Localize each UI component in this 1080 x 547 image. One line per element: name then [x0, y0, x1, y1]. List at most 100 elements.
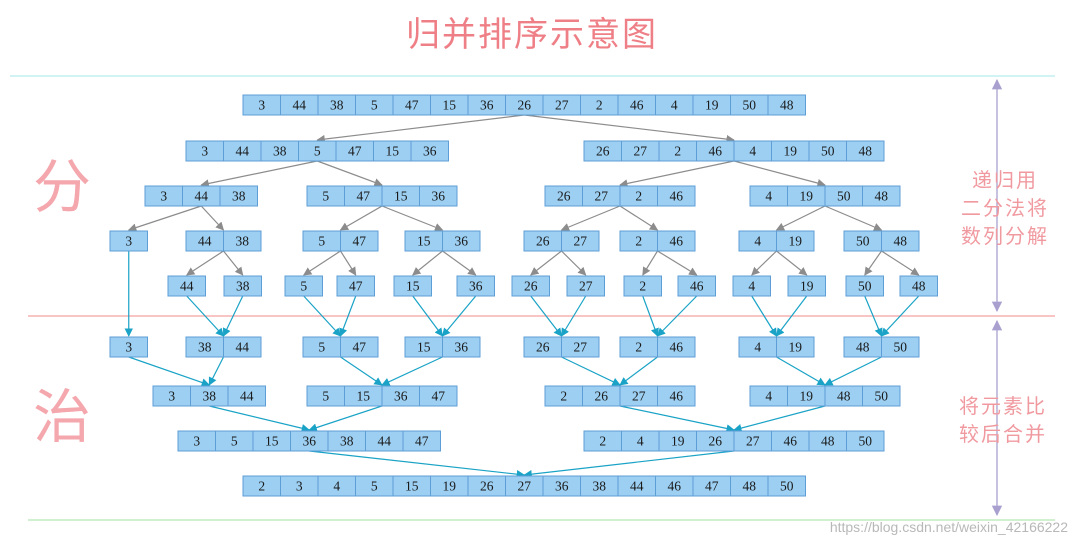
cell-box [223, 336, 262, 358]
cell-value: 15 [386, 144, 400, 159]
block-row4-group10: 4 [732, 275, 771, 297]
cell-value: 4 [637, 434, 644, 449]
cell-value: 48 [912, 279, 926, 294]
cell-value: 48 [856, 340, 870, 355]
cell-value: 47 [705, 479, 719, 494]
cell-box [456, 275, 495, 297]
cell-value: 38 [330, 98, 344, 113]
cell-value: 47 [349, 279, 363, 294]
cell-box [846, 140, 885, 162]
cell-box [511, 275, 550, 297]
merge-arrow [340, 356, 383, 386]
cell-value: 48 [743, 479, 757, 494]
cell-box [410, 140, 449, 162]
merge-arrow [619, 356, 658, 386]
split-arrow [881, 250, 920, 276]
split-arrow [619, 205, 659, 231]
cell-box [657, 230, 696, 252]
cell-value: 48 [894, 234, 908, 249]
split-arrow [775, 205, 826, 231]
merge-arrow [412, 295, 444, 337]
cell-value: 4 [754, 340, 761, 355]
cell-value: 44 [630, 479, 644, 494]
cell-box [223, 275, 262, 297]
cell-box [284, 275, 323, 297]
cell-value: 3 [125, 234, 132, 249]
cell-value: 19 [789, 340, 803, 355]
block-row5-group0: 3 [109, 336, 148, 358]
cell-box [787, 275, 826, 297]
merge-arrow [530, 295, 563, 337]
cell-value: 36 [432, 189, 446, 204]
merge-arrow [339, 295, 357, 337]
split-arrow [223, 250, 244, 276]
merge-arrow [733, 405, 826, 433]
split-arrow [200, 205, 225, 231]
split-arrow [864, 250, 882, 276]
cell-value: 47 [357, 189, 371, 204]
cell-value: 50 [858, 279, 872, 294]
cell-value: 50 [894, 340, 908, 355]
cell-value: 19 [705, 98, 719, 113]
split-arrow [776, 250, 808, 276]
cell-value: 15 [394, 189, 408, 204]
cell-box [657, 385, 696, 407]
cell-box [767, 475, 806, 497]
cell-value: 50 [859, 434, 873, 449]
cell-box [845, 275, 884, 297]
cell-value: 15 [265, 434, 279, 449]
cell-value: 2 [560, 389, 567, 404]
cell-value: 26 [536, 234, 550, 249]
split-arrow [524, 114, 735, 144]
split-arrow [751, 250, 777, 276]
conquer-label: 治 [33, 383, 91, 451]
cell-box [776, 230, 815, 252]
cell-value: 44 [198, 234, 212, 249]
cell-value: 4 [333, 479, 340, 494]
cell-value: 5 [371, 98, 378, 113]
cell-box [561, 336, 600, 358]
cell-value: 36 [469, 279, 483, 294]
cell-value: 4 [765, 389, 772, 404]
split-arrow [619, 160, 735, 188]
cell-value: 2 [639, 279, 646, 294]
cell-value: 2 [674, 144, 681, 159]
cell-value: 26 [595, 389, 609, 404]
cell-value: 27 [579, 279, 593, 294]
cell-value: 19 [443, 479, 457, 494]
block-row4-group11: 19 [787, 275, 826, 297]
cell-value: 47 [415, 434, 429, 449]
cell-value: 2 [258, 479, 265, 494]
merge-arrow [880, 295, 920, 337]
cell-value: 5 [318, 340, 325, 355]
cell-value: 5 [231, 434, 238, 449]
cell-box [846, 430, 885, 452]
block-row4-group8: 2 [623, 275, 662, 297]
cell-value: 26 [536, 340, 550, 355]
conquer-note-line-1: 将元素比 [959, 394, 1047, 418]
cell-value: 19 [789, 234, 803, 249]
cell-box [776, 336, 815, 358]
cell-value: 15 [417, 234, 431, 249]
cell-value: 26 [480, 479, 494, 494]
cell-value: 3 [296, 479, 303, 494]
merge-arrow [561, 356, 621, 386]
block-row4-group4: 15 [393, 275, 432, 297]
merge-arrow [751, 295, 778, 337]
cell-value: 44 [236, 144, 250, 159]
cell-value: 2 [635, 234, 642, 249]
cell-box [657, 185, 696, 207]
cell-value: 48 [875, 189, 889, 204]
cell-value: 4 [765, 189, 772, 204]
block-row5-group7: 48 50 [843, 336, 920, 358]
cell-value: 36 [394, 389, 408, 404]
merge-arrow [186, 295, 225, 337]
split-arrow [657, 250, 698, 276]
cell-value: 5 [318, 234, 325, 249]
